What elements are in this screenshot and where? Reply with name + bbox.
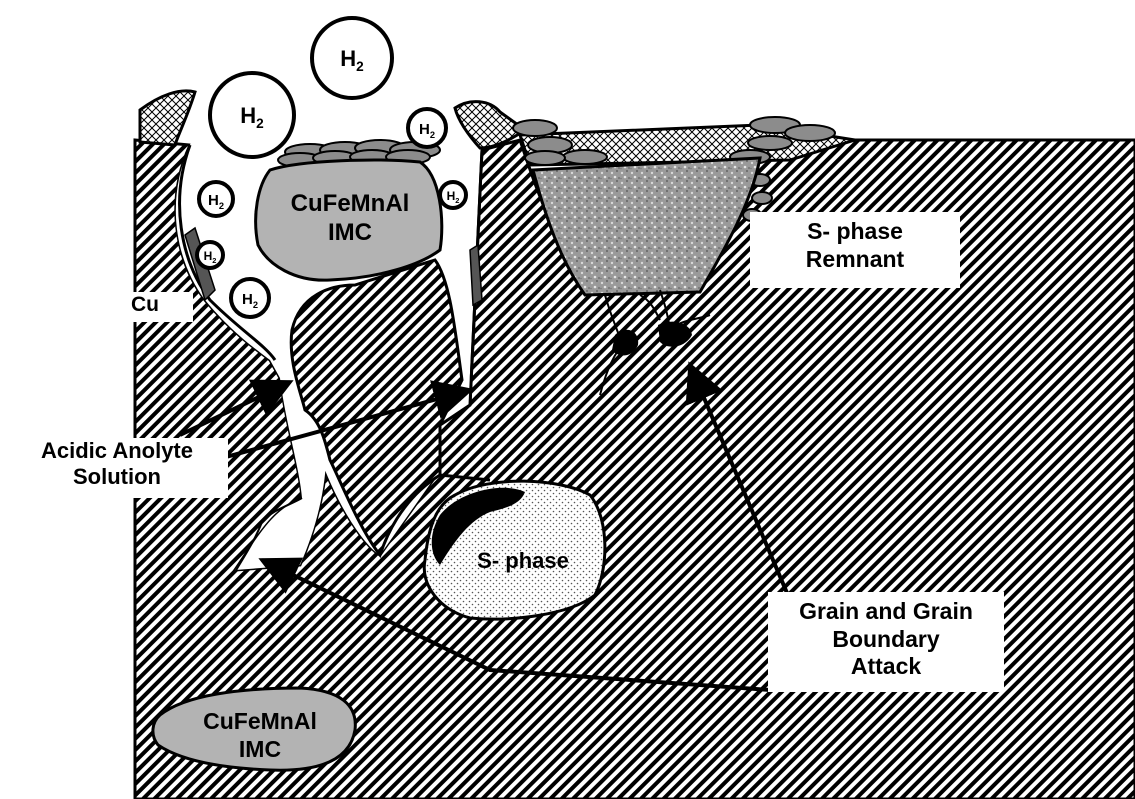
label-imc-bottom-line2: IMC xyxy=(180,736,340,764)
label-grain-attack: Grain and Grain Boundary Attack xyxy=(768,592,1004,692)
label-imc-top-line1: CuFeMnAl xyxy=(270,190,430,219)
crust-left xyxy=(140,91,195,145)
label-grain-attack-line1: Grain and Grain xyxy=(768,598,1004,626)
label-imc-top-line2: IMC xyxy=(270,219,430,248)
label-acidic-anolyte: Acidic Anolyte Solution xyxy=(6,438,228,498)
label-imc-bottom: CuFeMnAl IMC xyxy=(180,708,340,763)
label-s-phase: S- phase xyxy=(458,548,588,574)
label-grain-attack-line2: Boundary xyxy=(768,626,1004,654)
label-imc-bottom-line1: CuFeMnAl xyxy=(180,708,340,736)
label-cu: Cu xyxy=(125,292,193,322)
label-acidic-anolyte-line2: Solution xyxy=(6,464,228,490)
label-acidic-anolyte-line1: Acidic Anolyte xyxy=(6,438,228,464)
label-s-phase-remnant-line1: S- phase xyxy=(750,218,960,246)
label-s-phase-remnant-line2: Remnant xyxy=(750,246,960,274)
label-s-phase-remnant: S- phase Remnant xyxy=(750,212,960,288)
label-grain-attack-line3: Attack xyxy=(768,653,1004,681)
label-imc-top: CuFeMnAl IMC xyxy=(270,190,430,248)
